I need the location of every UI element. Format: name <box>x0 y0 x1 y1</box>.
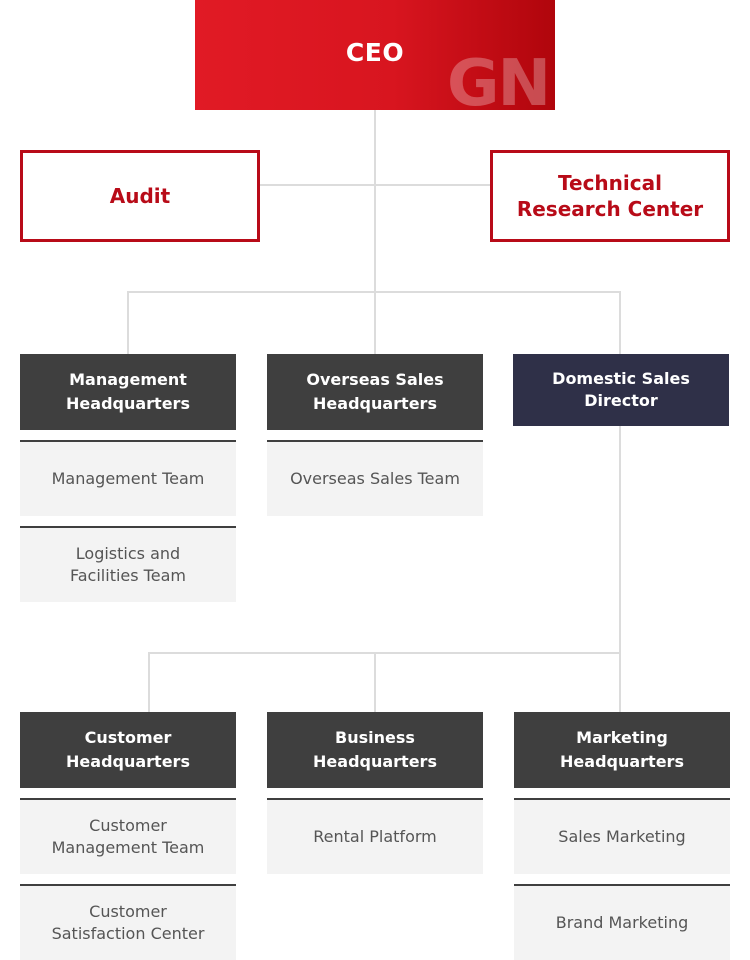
connector-level1-horizontal <box>127 291 621 293</box>
domestic-sales-director: Domestic Sales Director <box>513 354 729 426</box>
rental-platform: Rental Platform <box>267 798 483 874</box>
overseas-sales-headquarters: Overseas Sales Headquarters <box>267 354 483 430</box>
audit-box: Audit <box>20 150 260 242</box>
connector-level2-horizontal <box>148 652 621 654</box>
management-team: Management Team <box>20 440 236 516</box>
gn-watermark: GN <box>447 47 551 110</box>
connector-business-drop <box>374 652 376 712</box>
customer-management-team: Customer Management Team <box>20 798 236 874</box>
connector-domestic-trunk <box>619 426 621 712</box>
connector-ceo-trunk <box>374 110 376 354</box>
connector-customer-drop <box>148 652 150 712</box>
marketing-headquarters: Marketing Headquarters <box>514 712 730 788</box>
management-headquarters: Management Headquarters <box>20 354 236 430</box>
brand-marketing: Brand Marketing <box>514 884 730 960</box>
logistics-facilities-team: Logistics and Facilities Team <box>20 526 236 602</box>
technical-research-center-box: Technical Research Center <box>490 150 730 242</box>
business-headquarters: Business Headquarters <box>267 712 483 788</box>
connector-technical <box>376 184 490 186</box>
connector-domestic-drop <box>619 291 621 354</box>
ceo-label: CEO <box>345 38 405 67</box>
connector-management-drop <box>127 291 129 354</box>
customer-headquarters: Customer Headquarters <box>20 712 236 788</box>
sales-marketing: Sales Marketing <box>514 798 730 874</box>
overseas-sales-team: Overseas Sales Team <box>267 440 483 516</box>
connector-audit <box>260 184 374 186</box>
customer-satisfaction-center: Customer Satisfaction Center <box>20 884 236 960</box>
ceo-box: GN CEO <box>195 0 555 110</box>
